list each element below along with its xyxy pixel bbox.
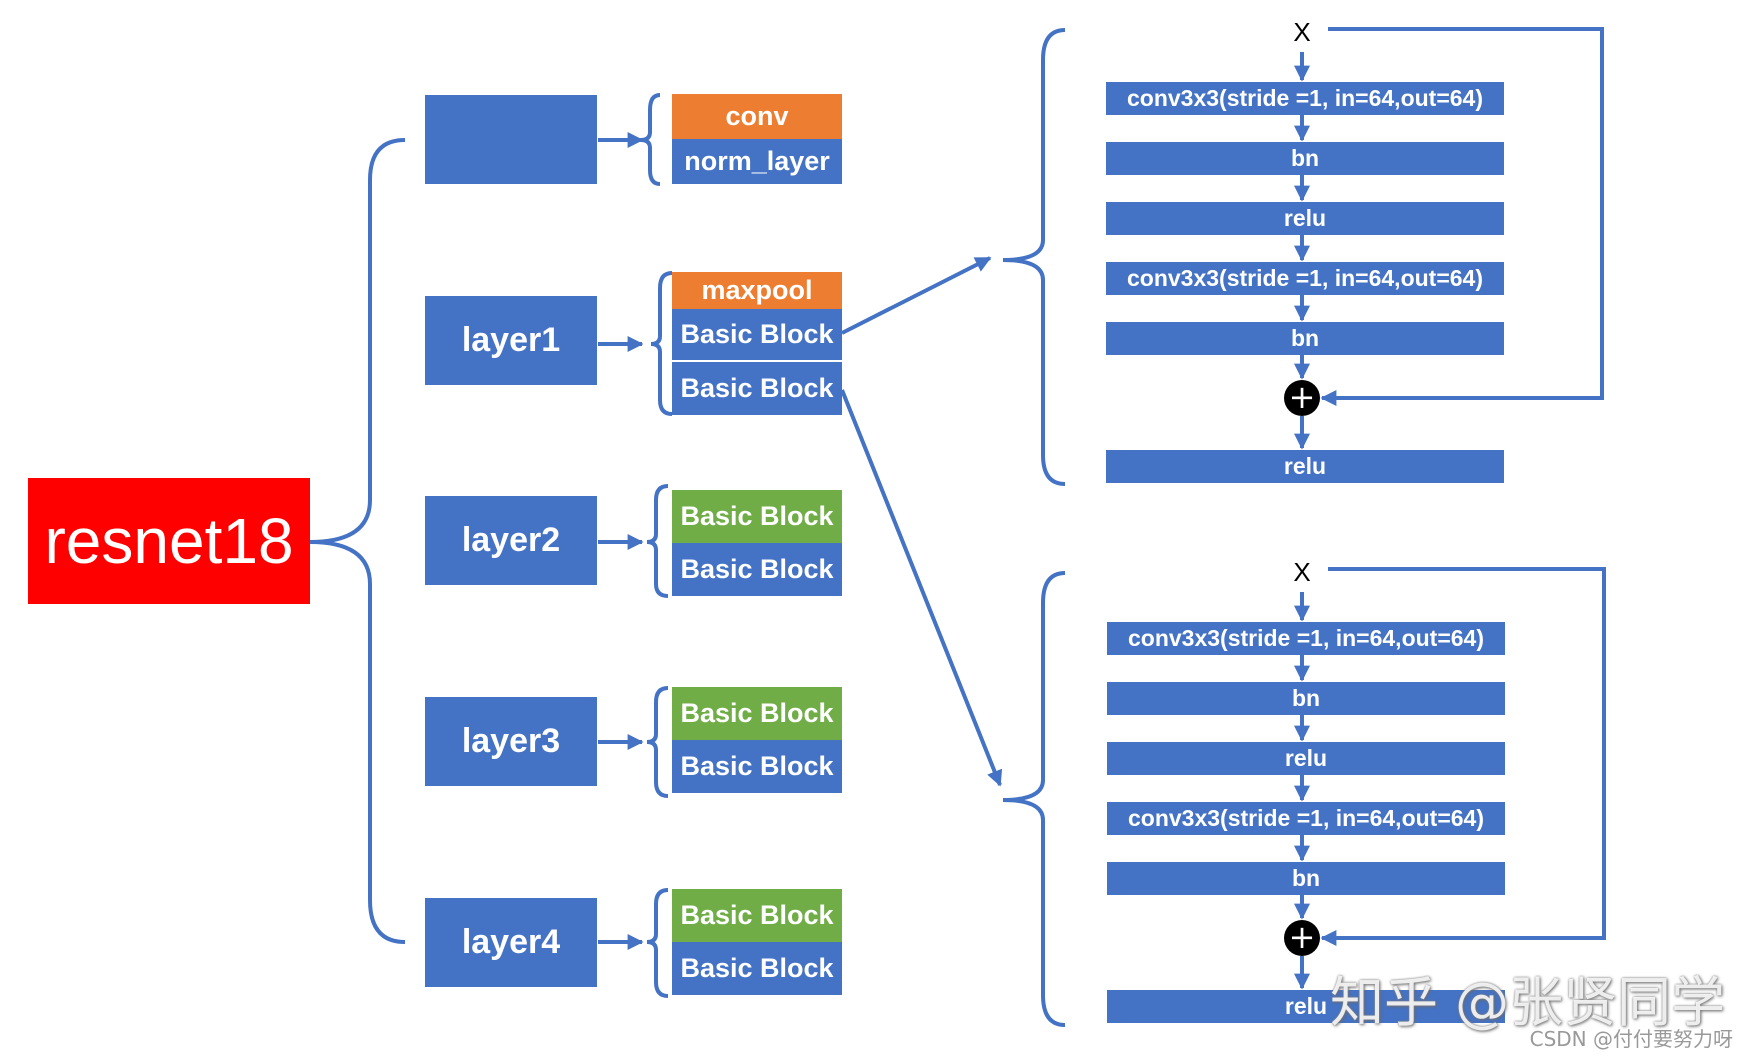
zhihu-watermark: 知乎 @张贤同学	[1330, 971, 1726, 1034]
bottom-block-bn1: bn	[1107, 682, 1505, 715]
bottom-block-add-icon: +	[1284, 920, 1320, 956]
layer2-basic-block-1: Basic Block	[672, 490, 842, 543]
stem-node	[425, 95, 597, 184]
conv-item: conv	[672, 94, 842, 139]
bottom-block-bn2: bn	[1107, 862, 1505, 895]
top-block-conv1: conv3x3(stride =1, in=64,out=64)	[1106, 82, 1504, 115]
layer3-basic-block-1: Basic Block	[672, 687, 842, 740]
layer1-node: layer1	[425, 296, 597, 385]
layer4-node: layer4	[425, 898, 597, 987]
layer3-basic-block-2: Basic Block	[672, 740, 842, 793]
layer1-basic-block-1: Basic Block	[672, 309, 842, 360]
layer1-basic-block-2: Basic Block	[672, 362, 842, 415]
norm-layer-item: norm_layer	[672, 139, 842, 184]
csdn-credit: CSDN @付付要努力呀	[1529, 1027, 1733, 1051]
top-block-conv2: conv3x3(stride =1, in=64,out=64)	[1106, 262, 1504, 295]
top-block-relu2: relu	[1106, 450, 1504, 483]
top-block-input-x: X	[1293, 17, 1311, 47]
layer2-node: layer2	[425, 496, 597, 585]
layer4-basic-block-2: Basic Block	[672, 942, 842, 995]
root-node-resnet18: resnet18	[28, 478, 310, 604]
top-block-relu1: relu	[1106, 202, 1504, 235]
layer3-node: layer3	[425, 697, 597, 786]
bottom-block-relu2: relu	[1107, 990, 1505, 1023]
main-brace	[309, 138, 406, 944]
layer4-basic-block-1: Basic Block	[672, 889, 842, 942]
bottom-block-conv1: conv3x3(stride =1, in=64,out=64)	[1107, 622, 1505, 655]
layer2-basic-block-2: Basic Block	[672, 543, 842, 596]
top-block-bn1: bn	[1106, 142, 1504, 175]
bottom-block-relu1: relu	[1107, 742, 1505, 775]
bottom-block-input-x: X	[1293, 557, 1311, 587]
top-block-bn2: bn	[1106, 322, 1504, 355]
top-block-add-icon: +	[1284, 380, 1320, 416]
layer1-maxpool-item: maxpool	[672, 272, 842, 309]
bottom-block-conv2: conv3x3(stride =1, in=64,out=64)	[1107, 802, 1505, 835]
